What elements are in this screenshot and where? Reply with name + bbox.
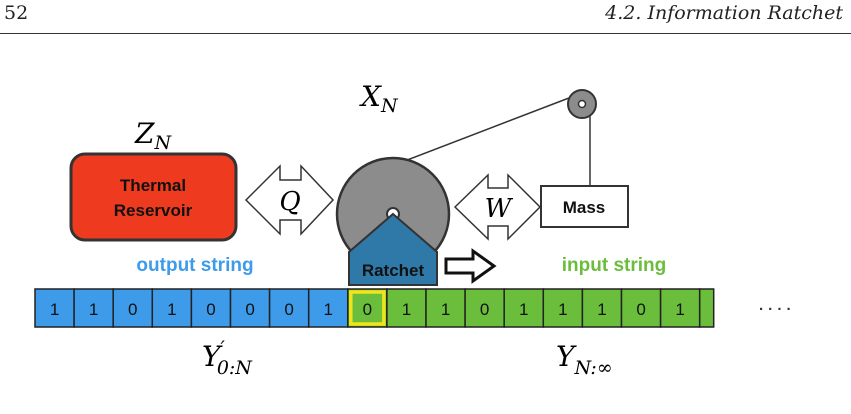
input-bit: 0 xyxy=(636,300,645,319)
page-number: 52 xyxy=(4,2,29,24)
ratchet-label: Ratchet xyxy=(362,261,425,280)
output-bit-cell xyxy=(229,288,271,328)
output-bit: 1 xyxy=(50,300,59,319)
input-string-label: input string xyxy=(562,255,666,276)
ratchet-body xyxy=(348,212,438,286)
direction-arrow xyxy=(444,248,497,284)
bit-tape: 1 1 0 1 0 0 0 1 0 1 1 0 1 1 1 0 1 xyxy=(34,288,715,328)
reservoir-symbol: ZN xyxy=(134,117,172,154)
tape-ellipsis: · · · · xyxy=(759,301,791,318)
output-bit-cell xyxy=(190,288,232,328)
input-bit: 1 xyxy=(402,300,411,319)
ratchet-state-symbol: XN xyxy=(359,80,399,117)
output-symbol: Y′0:N xyxy=(202,337,253,379)
reservoir-label-line2: Reservoir xyxy=(114,201,193,220)
input-bit: 1 xyxy=(441,300,450,319)
output-bit-cell xyxy=(73,288,114,328)
input-bit: 1 xyxy=(558,300,567,319)
output-string-label: output string xyxy=(136,255,253,276)
mass-label: Mass xyxy=(563,198,606,217)
output-bit: 1 xyxy=(89,300,98,319)
input-bit-cell xyxy=(503,288,545,328)
input-bit: 1 xyxy=(519,300,528,319)
thermal-reservoir xyxy=(69,152,238,242)
heat-double-arrow xyxy=(244,164,335,236)
output-bit: 0 xyxy=(284,300,293,319)
running-head: 4.2. Information Ratchet xyxy=(605,2,843,24)
output-bit-cell xyxy=(112,288,154,328)
input-bit-cell-partial xyxy=(698,288,715,328)
output-bit: 0 xyxy=(245,300,254,319)
header-rule xyxy=(0,33,851,34)
output-bit: 1 xyxy=(167,300,176,319)
output-bit-cell xyxy=(34,288,75,328)
reservoir-label-line1: Thermal xyxy=(120,176,186,195)
input-bit: 1 xyxy=(675,300,684,319)
heat-symbol: Q xyxy=(279,187,300,217)
work-symbol: W xyxy=(485,194,514,224)
output-bit: 0 xyxy=(206,300,215,319)
output-bit-cell xyxy=(268,288,310,328)
input-symbol: YN:∞ xyxy=(556,340,613,379)
input-bit: 1 xyxy=(597,300,606,319)
output-bit: 1 xyxy=(324,300,333,319)
mass-box xyxy=(540,185,629,228)
current-bit: 0 xyxy=(363,300,372,319)
input-bit: 0 xyxy=(480,300,489,319)
output-bit: 0 xyxy=(128,300,137,319)
input-bit-cell xyxy=(464,288,505,328)
current-bit-highlight xyxy=(349,290,386,326)
current-bit-cell xyxy=(347,288,388,328)
pulley-axle xyxy=(577,99,587,109)
